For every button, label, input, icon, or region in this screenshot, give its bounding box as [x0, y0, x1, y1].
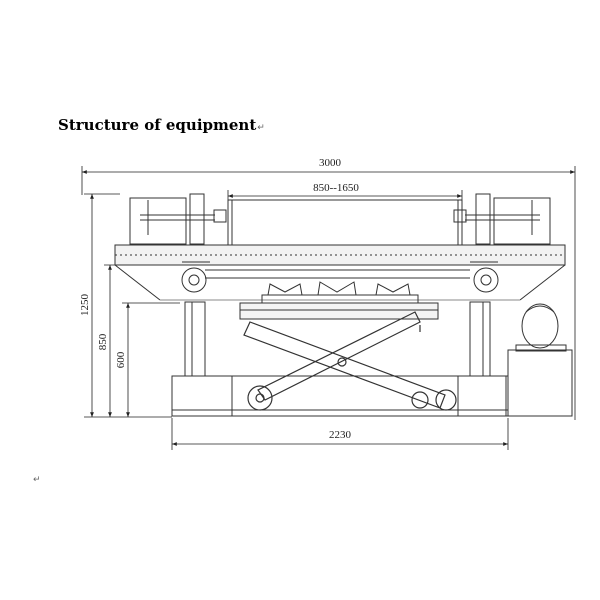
dim-height-total-label: 1250: [79, 294, 91, 317]
top-beam: [114, 244, 566, 301]
dim-base-width-label: 2230: [329, 429, 352, 441]
paragraph-mark-icon: ↵: [33, 475, 41, 485]
page-heading: Structure of equipment↵: [58, 116, 265, 134]
roll-drum: [227, 199, 463, 246]
motor-unit: [507, 303, 573, 417]
dim-height-low-label: 600: [115, 351, 127, 368]
dimension-base-width: [171, 418, 509, 450]
clamp-assembly-right: [453, 193, 551, 293]
scissor-lift: [243, 311, 457, 411]
base-plate: [171, 375, 509, 417]
dimension-height-low: [84, 302, 180, 418]
dim-overall-width-label: 3000: [319, 157, 342, 169]
dim-height-mid-label: 850: [97, 333, 109, 350]
v-block-supports: [267, 281, 411, 296]
support-column-right: [469, 301, 491, 377]
dim-span-label: 850--1650: [313, 182, 359, 194]
support-column-left: [184, 301, 206, 377]
paragraph-mark-icon: ↵: [257, 123, 265, 133]
heading-text: Structure of equipment: [58, 116, 257, 134]
dimension-height-total: [84, 193, 120, 417]
clamp-assembly-left: [129, 193, 227, 293]
lift-table-top: [239, 294, 439, 320]
dimension-overall-width: [81, 166, 576, 420]
